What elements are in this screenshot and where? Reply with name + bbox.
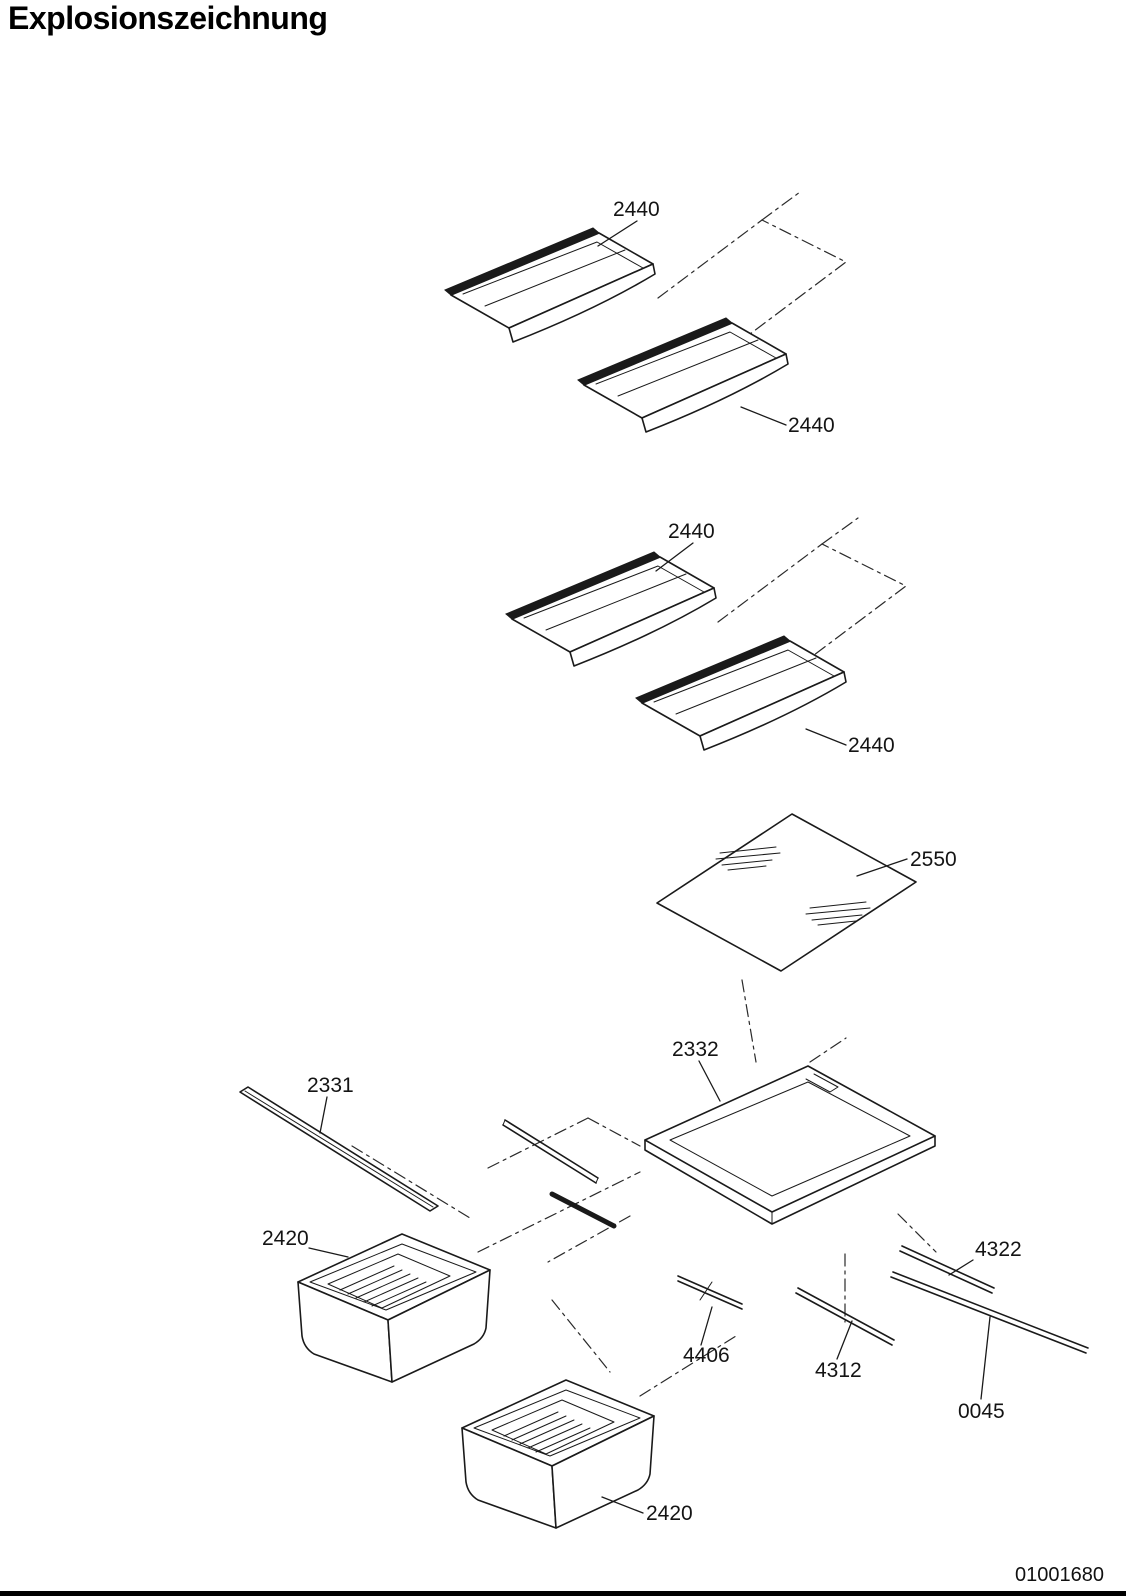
part-label-4406: 4406 bbox=[683, 1344, 730, 1367]
part-label-2440-mid-right: 2440 bbox=[848, 734, 895, 757]
document-number: 01001680 bbox=[1015, 1564, 1104, 1586]
part-label-0045: 0045 bbox=[958, 1400, 1005, 1423]
shelf-2440-top-left bbox=[444, 227, 656, 343]
projection-lines bbox=[351, 191, 937, 1397]
page-bottom-rule bbox=[0, 1591, 1126, 1596]
page-title: Explosionszeichnung bbox=[8, 0, 328, 36]
drawer-2420-upper bbox=[297, 1233, 491, 1383]
shelf-2440-mid-left bbox=[505, 551, 717, 667]
glass-insert-2550 bbox=[656, 813, 917, 972]
part-label-2420-upper: 2420 bbox=[262, 1227, 309, 1250]
part-label-2332: 2332 bbox=[672, 1038, 719, 1061]
part-label-2550: 2550 bbox=[910, 848, 957, 871]
part-label-2440-top-left: 2440 bbox=[613, 198, 660, 221]
shelf-frame-2332 bbox=[644, 1065, 936, 1225]
part-label-2440-top-right: 2440 bbox=[788, 414, 835, 437]
part-label-4322: 4322 bbox=[975, 1238, 1022, 1261]
rail-4312 bbox=[795, 1287, 895, 1346]
shelf-2440-top-right bbox=[577, 317, 789, 433]
part-labels: 2440 2440 2440 2440 2550 2332 2331 2420 … bbox=[262, 198, 1022, 1525]
trim-rail-2331 bbox=[239, 1086, 439, 1212]
support-rod-4406 bbox=[677, 1275, 743, 1310]
mid-rail bbox=[502, 1119, 617, 1229]
leader-lines bbox=[308, 220, 991, 1514]
part-label-4312: 4312 bbox=[815, 1359, 862, 1382]
rail-0045 bbox=[890, 1271, 1089, 1354]
rail-4322 bbox=[899, 1245, 995, 1294]
part-label-2331: 2331 bbox=[307, 1074, 354, 1097]
part-label-2420-lower: 2420 bbox=[646, 1502, 693, 1525]
part-label-2440-mid-left: 2440 bbox=[668, 520, 715, 543]
